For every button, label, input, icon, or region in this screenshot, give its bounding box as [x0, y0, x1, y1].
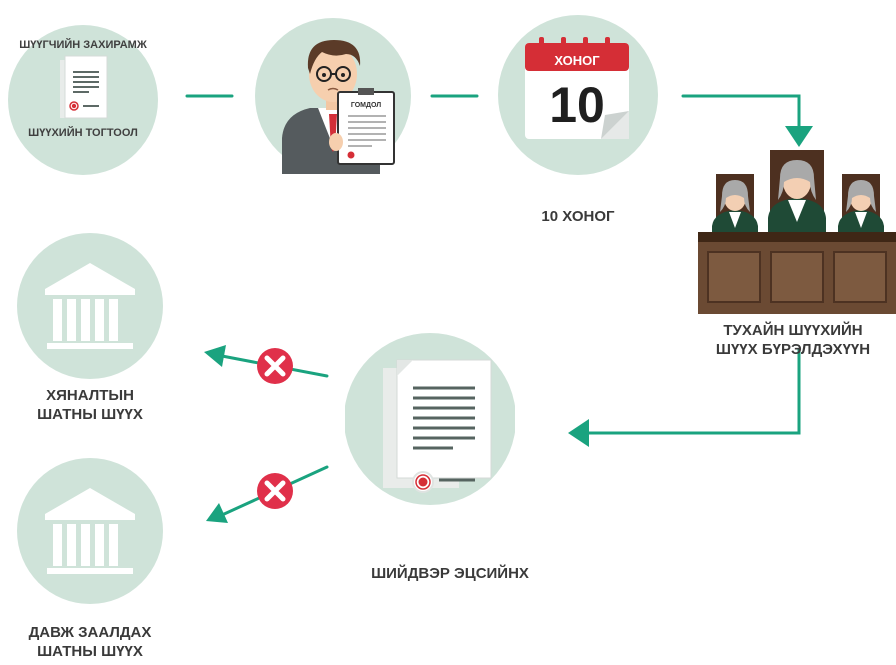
document-icon: [60, 55, 108, 119]
appeal-line2: ШАТНЫ ШҮҮХ: [37, 642, 143, 660]
supervisory-court-label: ХЯНАЛТЫН ШАТНЫ ШҮҮХ: [0, 387, 180, 425]
decision-node: [345, 333, 515, 505]
connector-court-to-decision: [586, 348, 801, 435]
calendar-node: ХОНОГ 10: [498, 15, 658, 175]
arrowhead-left-supervisory: [204, 345, 226, 367]
order-document-node: [8, 25, 158, 175]
arrowhead-left-decision: [568, 419, 589, 447]
order-bottom-text: ШҮҮХИЙН ТОГТООЛ: [28, 127, 138, 139]
arrowhead-down: [785, 126, 813, 147]
connector-calendar-to-court: [681, 94, 801, 128]
courthouse-icon: [45, 263, 135, 349]
calendar-number: 10: [549, 77, 605, 133]
supervisory-line1: ХЯНАЛТЫН: [46, 387, 134, 404]
order-top-text: ШҮҮГЧИЙН ЗАХИРАМЖ: [19, 39, 147, 51]
supervisory-court-node: [17, 233, 163, 379]
court-title-line2: ШҮҮХ БҮРЭЛДЭХҮҮН: [715, 340, 871, 358]
appeal-line1: ДАВЖ ЗААЛДАХ: [28, 624, 152, 641]
courthouse-icon: [45, 488, 135, 574]
calendar-icon: [525, 37, 629, 139]
complaint-node: ГОМДОЛ: [255, 18, 411, 174]
court-title: ТУХАЙН ШҮҮХИЙН ШҮҮХ БҮРЭЛДЭХҮҮН: [690, 322, 896, 360]
complaint-paper-title: ГОМДОЛ: [351, 102, 381, 109]
judge-center: [768, 160, 826, 240]
final-decision-document-icon: [383, 359, 492, 493]
man-with-complaint-icon: [282, 40, 395, 174]
calendar-caption: 10 ХОНОГ: [541, 208, 615, 225]
decision-caption: ШИЙДВЭР ЭЦСИЙНХ: [371, 565, 529, 582]
appeal-court-node: [17, 458, 163, 604]
calendar-month-label: ХОНОГ: [554, 53, 600, 68]
reject-icon: [257, 348, 293, 384]
appeal-court-label: ДАВЖ ЗААЛДАХ ШАТНЫ ШҮҮХ: [0, 624, 180, 662]
arrowhead-left-appeal: [206, 503, 228, 523]
reject-icon: [257, 473, 293, 509]
supervisory-line2: ШАТНЫ ШҮҮХ: [37, 405, 143, 423]
judges-panel-icon: [698, 150, 896, 314]
court-title-line1: ТУХАЙН ШҮҮХИЙН: [723, 322, 863, 339]
